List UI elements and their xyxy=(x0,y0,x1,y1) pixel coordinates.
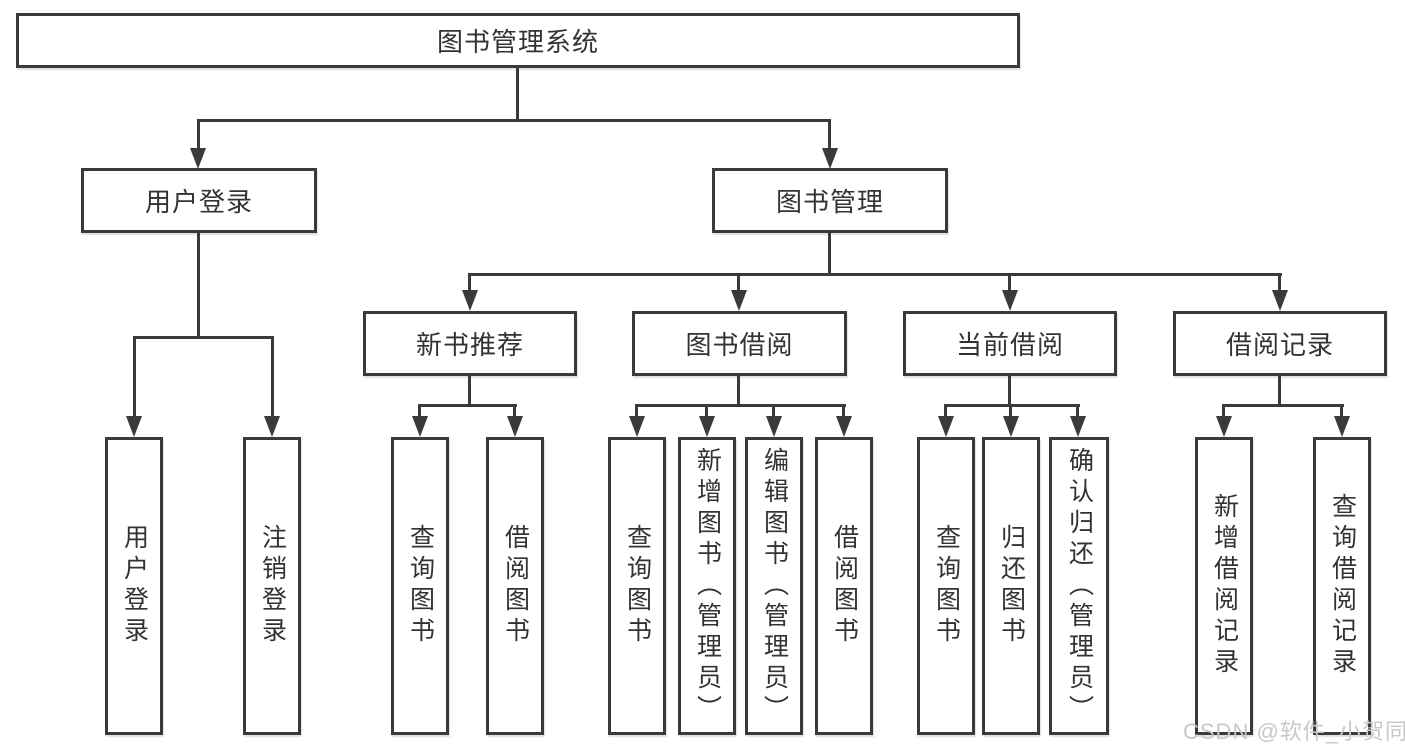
leaf-borrowing-borrow-books-label: 借阅图书 xyxy=(830,524,859,648)
connector-line xyxy=(133,336,273,339)
arrow-down-icon xyxy=(507,416,523,437)
connector-line xyxy=(635,404,638,418)
node-current-borrowing: 当前借阅 xyxy=(903,311,1117,376)
connector-line xyxy=(197,233,200,339)
node-borrowing-records-label: 借阅记录 xyxy=(1225,330,1334,360)
node-current-borrowing-label: 当前借阅 xyxy=(955,330,1064,360)
node-book-borrowing: 图书借阅 xyxy=(632,311,847,376)
leaf-confirm-return-admin-label: 确认归还（管理员） xyxy=(1065,446,1094,726)
connector-line xyxy=(197,119,831,122)
arrow-down-icon xyxy=(412,416,428,437)
arrow-down-icon xyxy=(1002,290,1018,311)
arrow-down-icon xyxy=(1272,290,1288,311)
arrow-down-icon xyxy=(1334,416,1350,437)
connector-line xyxy=(772,404,775,418)
connector-line xyxy=(842,404,845,418)
connector-line xyxy=(1222,404,1344,407)
leaf-recommend-borrow-books: 借阅图书 xyxy=(486,437,544,735)
arrow-down-icon xyxy=(264,416,280,437)
connector-line xyxy=(1278,273,1281,293)
connector-line xyxy=(944,404,947,418)
node-book-management-system: 图书管理系统 xyxy=(16,13,1020,68)
connector-line xyxy=(418,404,421,418)
leaf-add-borrow-record-label: 新增借阅记录 xyxy=(1210,493,1239,679)
connector-line xyxy=(635,404,846,407)
arrow-down-icon xyxy=(938,416,954,437)
connector-line xyxy=(1278,376,1281,407)
connector-line xyxy=(516,68,519,122)
connector-line xyxy=(1340,404,1343,418)
leaf-query-borrow-record-label: 查询借阅记录 xyxy=(1328,493,1357,679)
connector-line xyxy=(513,404,516,418)
arrow-down-icon xyxy=(836,416,852,437)
connector-line xyxy=(944,404,1080,407)
arrow-down-icon xyxy=(822,148,838,169)
leaf-return-books-label: 归还图书 xyxy=(997,524,1026,648)
arrow-down-icon xyxy=(1003,416,1019,437)
leaf-recommend-borrow-books-label: 借阅图书 xyxy=(501,524,530,648)
arrow-down-icon xyxy=(731,290,747,311)
leaf-user-login: 用户登录 xyxy=(105,437,163,735)
leaf-current-query-books-label: 查询图书 xyxy=(932,524,961,648)
leaf-add-borrow-record: 新增借阅记录 xyxy=(1195,437,1253,735)
arrow-down-icon xyxy=(766,416,782,437)
leaf-add-books-admin: 新增图书（管理员） xyxy=(678,437,736,735)
arrow-down-icon xyxy=(1216,416,1232,437)
connector-line xyxy=(271,336,274,418)
leaf-recommend-query-books-label: 查询图书 xyxy=(406,524,435,648)
leaf-confirm-return-admin: 确认归还（管理员） xyxy=(1049,437,1109,735)
leaf-return-books: 归还图书 xyxy=(982,437,1040,735)
leaf-add-books-admin-label: 新增图书（管理员） xyxy=(693,446,722,726)
connector-line xyxy=(705,404,708,418)
node-user-login: 用户登录 xyxy=(81,168,317,233)
connector-line xyxy=(1222,404,1225,418)
connector-line xyxy=(1009,404,1012,418)
connector-line xyxy=(828,233,831,276)
arrow-down-icon xyxy=(629,416,645,437)
csdn-watermark: CSDN @软件_小贺同学 xyxy=(1183,719,1405,744)
connector-line xyxy=(468,273,471,293)
connector-line xyxy=(1008,376,1011,407)
leaf-user-login-label: 用户登录 xyxy=(120,524,149,648)
arrow-down-icon xyxy=(126,416,142,437)
leaf-recommend-query-books: 查询图书 xyxy=(391,437,449,735)
leaf-current-query-books: 查询图书 xyxy=(917,437,975,735)
leaf-borrowing-borrow-books: 借阅图书 xyxy=(815,437,873,735)
node-book-borrowing-label: 图书借阅 xyxy=(685,330,794,360)
leaf-borrowing-query-books-label: 查询图书 xyxy=(623,524,652,648)
connector-line xyxy=(737,376,740,407)
arrow-down-icon xyxy=(699,416,715,437)
connector-line xyxy=(418,404,517,407)
node-new-book-recommendation-label: 新书推荐 xyxy=(415,330,524,360)
node-book-management-label: 图书管理 xyxy=(775,187,884,217)
connector-line xyxy=(468,273,1282,276)
node-book-management-system-label: 图书管理系统 xyxy=(436,27,599,57)
connector-line xyxy=(133,336,136,418)
node-user-login-label: 用户登录 xyxy=(144,187,253,217)
connector-line xyxy=(197,119,200,151)
node-new-book-recommendation: 新书推荐 xyxy=(363,311,577,376)
connector-line xyxy=(737,273,740,293)
connector-line xyxy=(1008,273,1011,293)
node-book-management: 图书管理 xyxy=(712,168,948,233)
arrow-down-icon xyxy=(462,290,478,311)
connector-line xyxy=(468,376,471,407)
leaf-query-borrow-record: 查询借阅记录 xyxy=(1313,437,1371,735)
arrow-down-icon xyxy=(1070,416,1086,437)
leaf-logout: 注销登录 xyxy=(243,437,301,735)
leaf-edit-books-admin: 编辑图书（管理员） xyxy=(745,437,803,735)
leaf-borrowing-query-books: 查询图书 xyxy=(608,437,666,735)
arrow-down-icon xyxy=(190,148,206,169)
connector-line xyxy=(828,119,831,151)
leaf-edit-books-admin-label: 编辑图书（管理员） xyxy=(760,446,789,726)
leaf-logout-label: 注销登录 xyxy=(258,524,287,648)
connector-line xyxy=(1076,404,1079,418)
node-borrowing-records: 借阅记录 xyxy=(1173,311,1387,376)
